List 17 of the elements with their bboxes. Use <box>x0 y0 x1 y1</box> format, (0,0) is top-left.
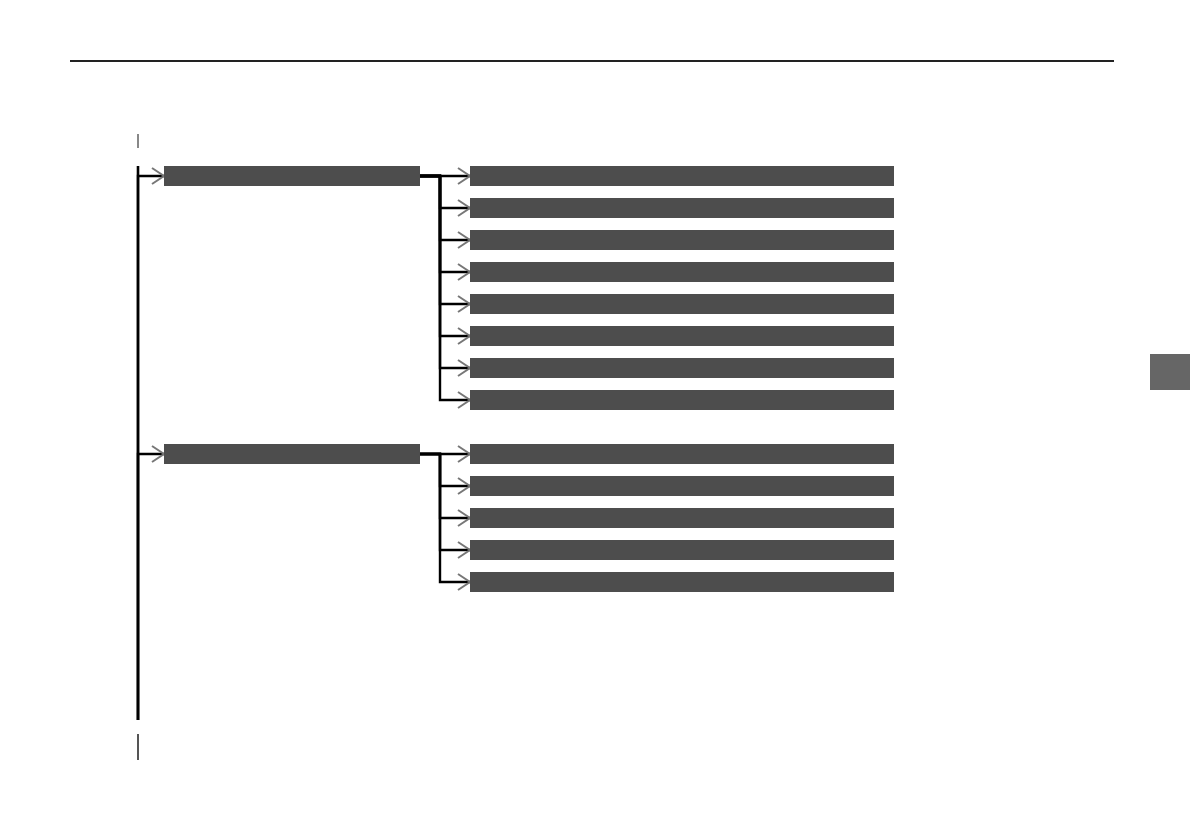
connector-arrow <box>420 452 471 591</box>
blank-bar <box>470 444 894 464</box>
blank-bar <box>470 508 894 528</box>
blank-bar <box>164 166 420 186</box>
blank-bar <box>470 294 894 314</box>
blank-bar <box>470 358 894 378</box>
blank-bar <box>470 198 894 218</box>
blank-bar <box>470 572 894 592</box>
blank-bar <box>470 476 894 496</box>
blank-bar <box>470 230 894 250</box>
blank-bar <box>470 166 894 186</box>
blank-bar <box>470 540 894 560</box>
blank-bar <box>470 326 894 346</box>
blank-bar <box>470 390 894 410</box>
connector-arrow <box>136 445 165 720</box>
blank-bar <box>164 444 420 464</box>
blank-bar <box>470 262 894 282</box>
